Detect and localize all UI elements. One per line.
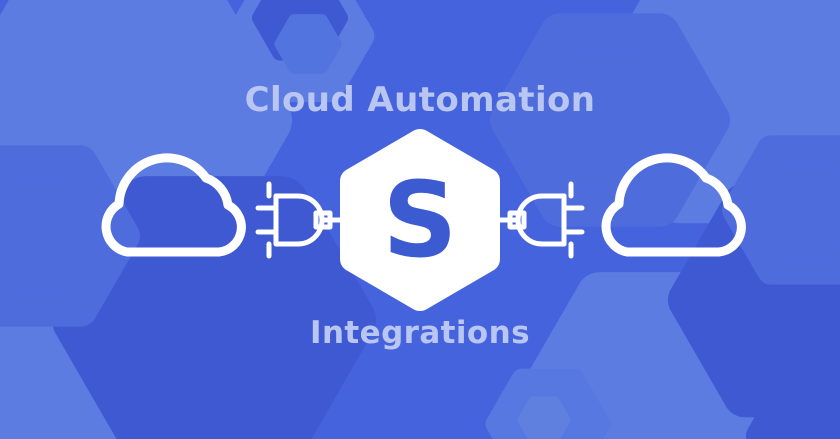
headline-cloud-automation: Cloud Automation bbox=[244, 80, 596, 120]
hexagon-logo-icon bbox=[340, 129, 500, 311]
headline-integrations: Integrations bbox=[310, 315, 530, 351]
cloud-icon bbox=[101, 153, 246, 257]
logo-letter: S bbox=[382, 159, 458, 281]
cloud-icon bbox=[601, 153, 746, 257]
plug-icon bbox=[481, 181, 585, 259]
